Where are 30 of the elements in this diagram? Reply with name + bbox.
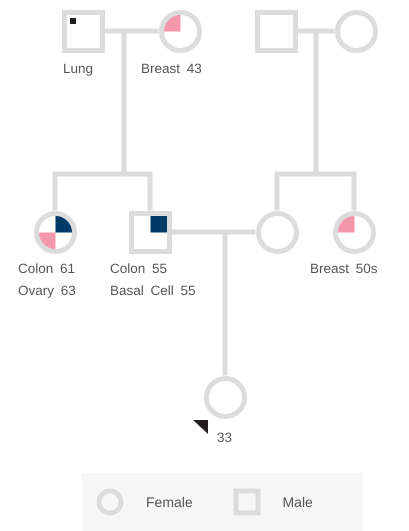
female-symbol [34, 210, 76, 254]
diagnosis-label: Breast 50s [310, 260, 378, 278]
pedigree-line [274, 172, 316, 210]
male-symbol [254, 10, 298, 52]
diagnosis-label: Basal Cell 55 [110, 282, 196, 300]
pedigree-line [316, 172, 356, 210]
pedigree-line [172, 230, 225, 234]
diagnosis-label: 33 [217, 429, 232, 447]
diagnosis-label: Ovary 63 [18, 282, 76, 300]
pedigree-line [316, 28, 334, 34]
legend-label: Male [282, 492, 313, 512]
male-symbol [128, 210, 172, 254]
pedigree-line [298, 28, 316, 34]
pedigree-line [222, 232, 228, 376]
male-symbol [62, 10, 104, 52]
pedigree-line [225, 230, 256, 234]
pedigree-line [104, 28, 124, 34]
diagnosis-label: Colon 55 [110, 260, 168, 278]
female-symbol [332, 210, 376, 254]
female-symbol [204, 376, 246, 418]
pedigree-line [52, 172, 124, 210]
diagnosis-label: Lung [63, 60, 94, 78]
diagnosis-label: Breast 43 [141, 60, 202, 78]
pedigree-line [124, 28, 158, 34]
diagnosis-label: Colon 61 [18, 260, 76, 278]
female-symbol [256, 210, 298, 254]
pedigree-line [124, 172, 152, 210]
female-symbol [158, 10, 202, 52]
legend-label: Female [146, 492, 193, 512]
female-symbol [334, 10, 378, 52]
